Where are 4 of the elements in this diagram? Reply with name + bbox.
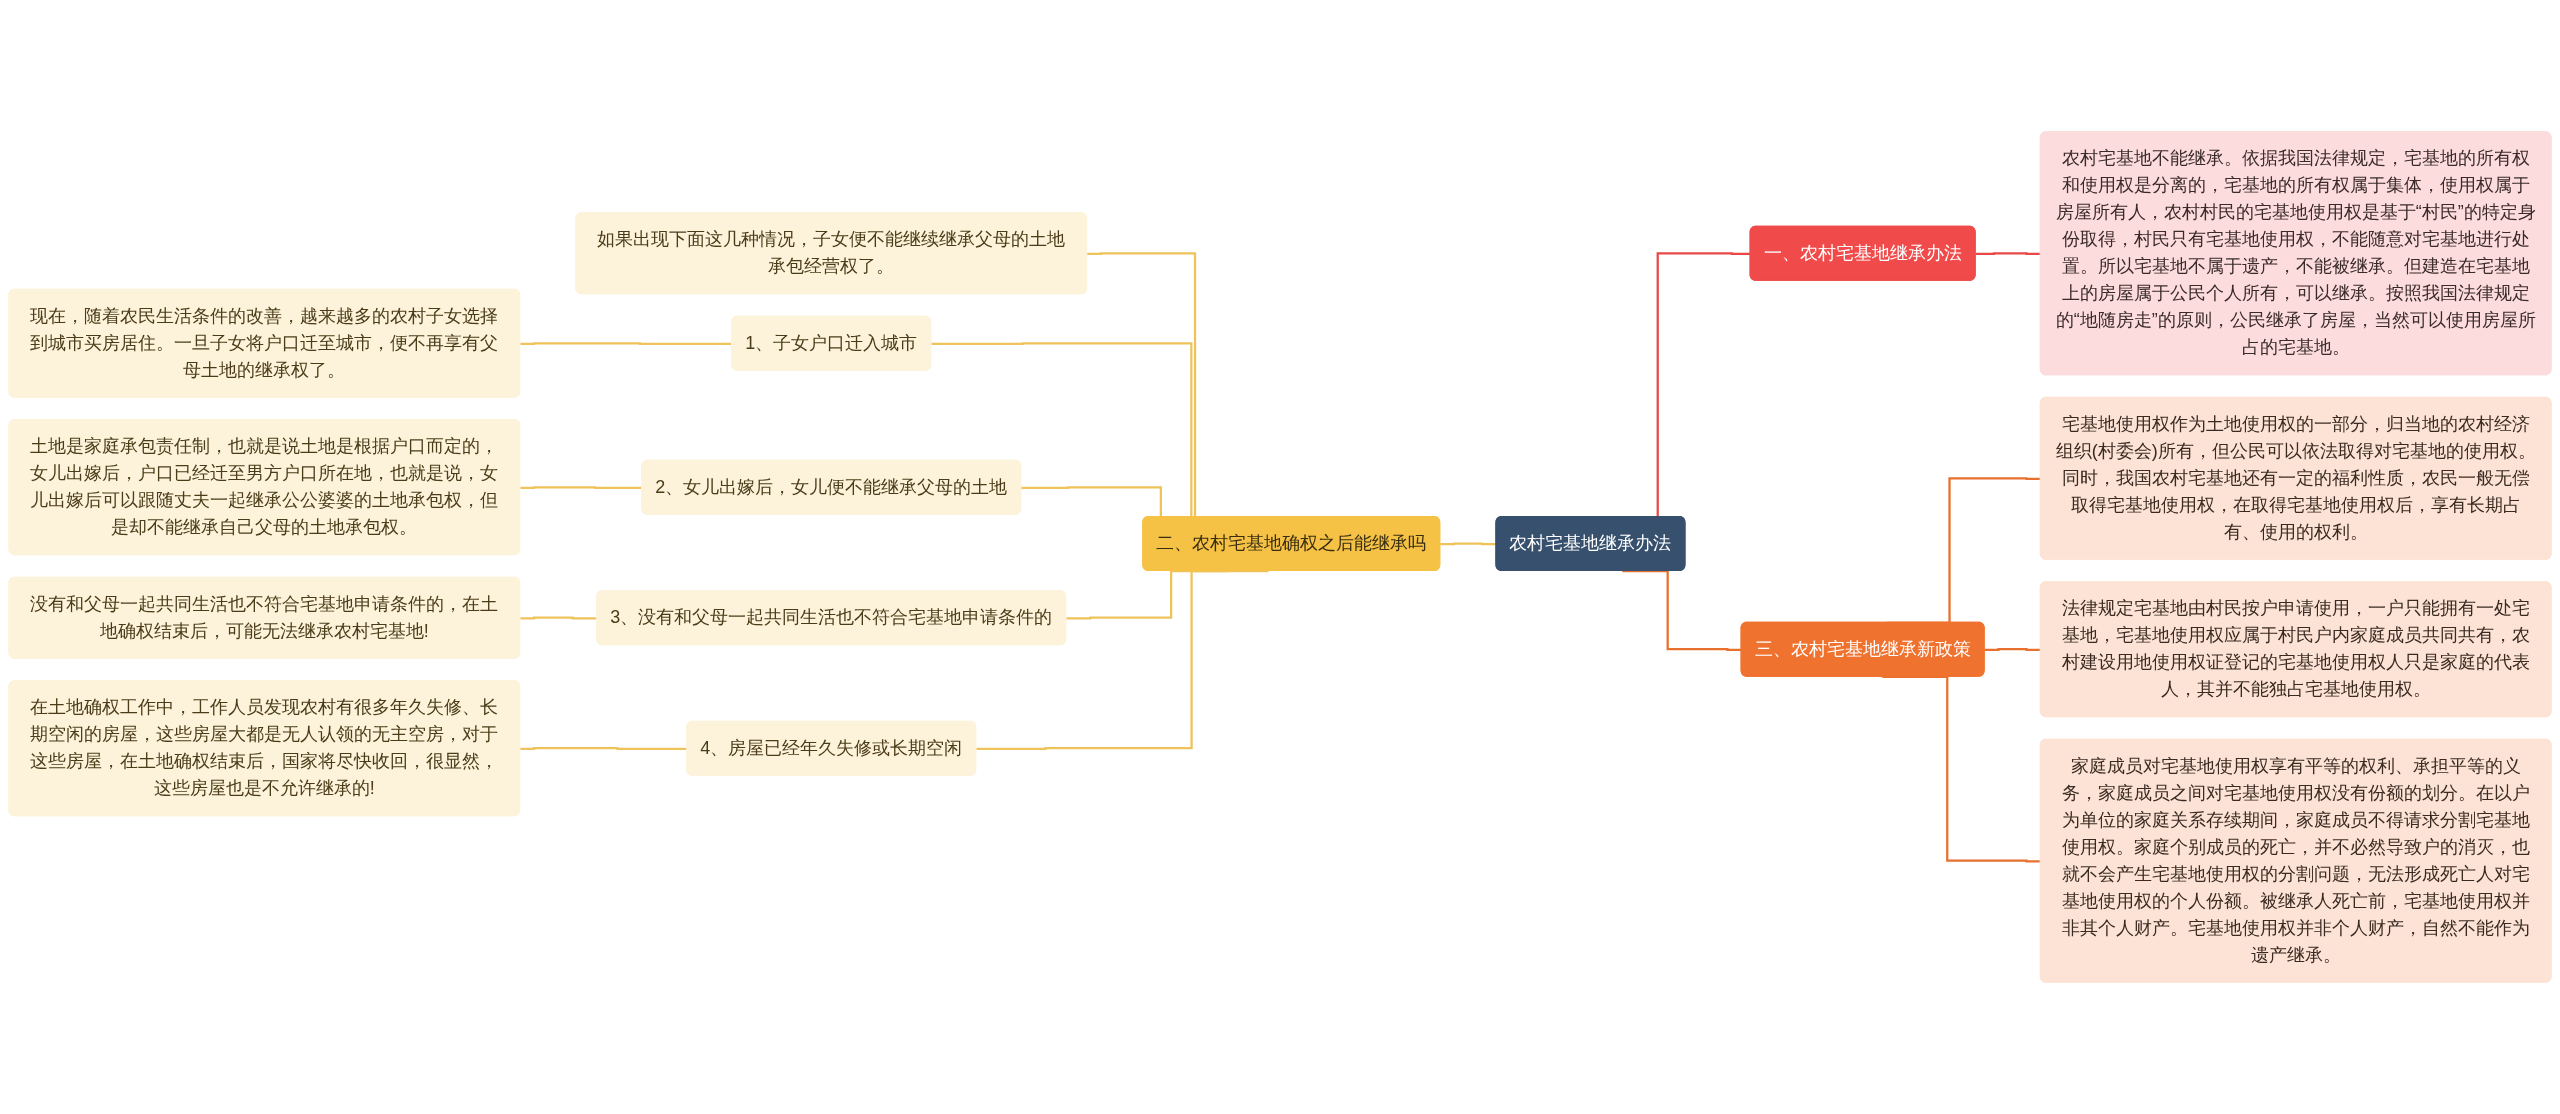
connector: [1984, 648, 2041, 651]
connector: [976, 569, 1269, 750]
connector: [1622, 569, 1742, 651]
connector: [1975, 252, 2041, 255]
